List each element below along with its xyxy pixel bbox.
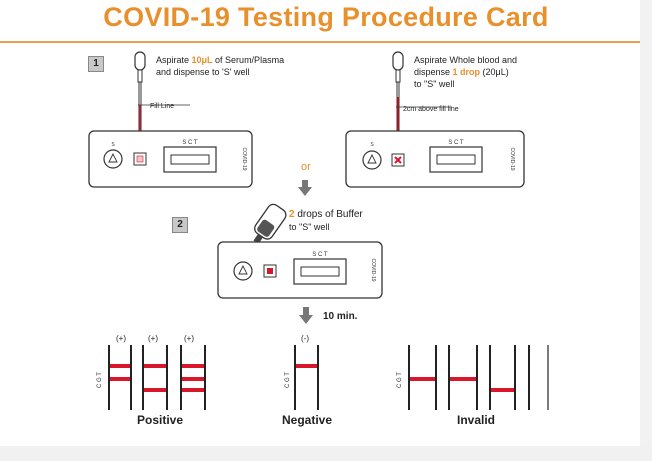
svg-text:S: S xyxy=(370,142,374,148)
invalid-label: Invalid xyxy=(456,413,495,427)
negative-strip: C G T xyxy=(285,345,319,410)
negative-label: Negative xyxy=(281,413,333,427)
step1-right-cassette: S C T COVID-19 S xyxy=(345,130,525,188)
bottom-margin xyxy=(0,446,652,461)
above-fill-label: 2cm above fill line xyxy=(403,106,459,113)
wait-time-label: 10 min. xyxy=(323,311,358,322)
fill-line-label: Fill Line xyxy=(150,103,175,110)
positive-label: Positive xyxy=(136,413,184,427)
svg-text:C G T: C G T xyxy=(285,372,291,388)
arrow-down-icon xyxy=(298,180,312,196)
serum-instruction-line2: and dispense to 'S' well xyxy=(156,67,250,77)
or-label: or xyxy=(301,161,311,173)
right-margin xyxy=(640,0,652,461)
svg-text:C G T: C G T xyxy=(97,372,103,388)
positive-sign-2: (+) xyxy=(148,334,158,343)
svg-text:COVID-19: COVID-19 xyxy=(241,147,247,170)
wholeblood-instruction-line3: to "S" well xyxy=(414,79,455,89)
negative-sign: (-) xyxy=(301,334,309,343)
buffer-instruction-line2: to "S" well xyxy=(289,222,330,232)
svg-text:S C T: S C T xyxy=(448,140,464,146)
title-divider xyxy=(0,41,640,43)
page-title: COVID-19 Testing Procedure Card xyxy=(103,2,549,32)
svg-text:S: S xyxy=(111,142,115,148)
step-1-badge: 1 xyxy=(88,56,104,72)
arrow-down-icon xyxy=(299,307,313,324)
buffer-instruction-line1: 2 drops of Buffer xyxy=(289,209,363,220)
procedure-drawing: S C T COVID-19 S S C T COVID-19 S xyxy=(88,51,549,410)
svg-text:S C T: S C T xyxy=(182,140,198,146)
svg-text:COVID-19: COVID-19 xyxy=(370,258,376,281)
positive-sign-1: (+) xyxy=(116,334,126,343)
svg-text:S C T: S C T xyxy=(312,252,328,258)
wholeblood-instruction-line1: Aspirate Whole blood and xyxy=(414,55,518,65)
positive-sign-3: (+) xyxy=(184,334,194,343)
positive-strips: C G T xyxy=(97,345,206,410)
step-2-badge: 2 xyxy=(172,217,188,233)
serum-instruction-line1: Aspirate 10μL of Serum/Plasma xyxy=(156,55,285,65)
wholeblood-instruction-line2: dispense 1 drop (20μL) xyxy=(414,67,509,77)
svg-text:COVID-19: COVID-19 xyxy=(509,147,515,170)
step1-left-cassette: S C T COVID-19 S xyxy=(88,130,253,188)
invalid-strips: C G T xyxy=(397,345,549,410)
buffer-bottle-icon xyxy=(253,203,287,244)
step2-cassette: S C T COVID-19 xyxy=(217,241,383,299)
svg-text:C G T: C G T xyxy=(397,372,403,388)
